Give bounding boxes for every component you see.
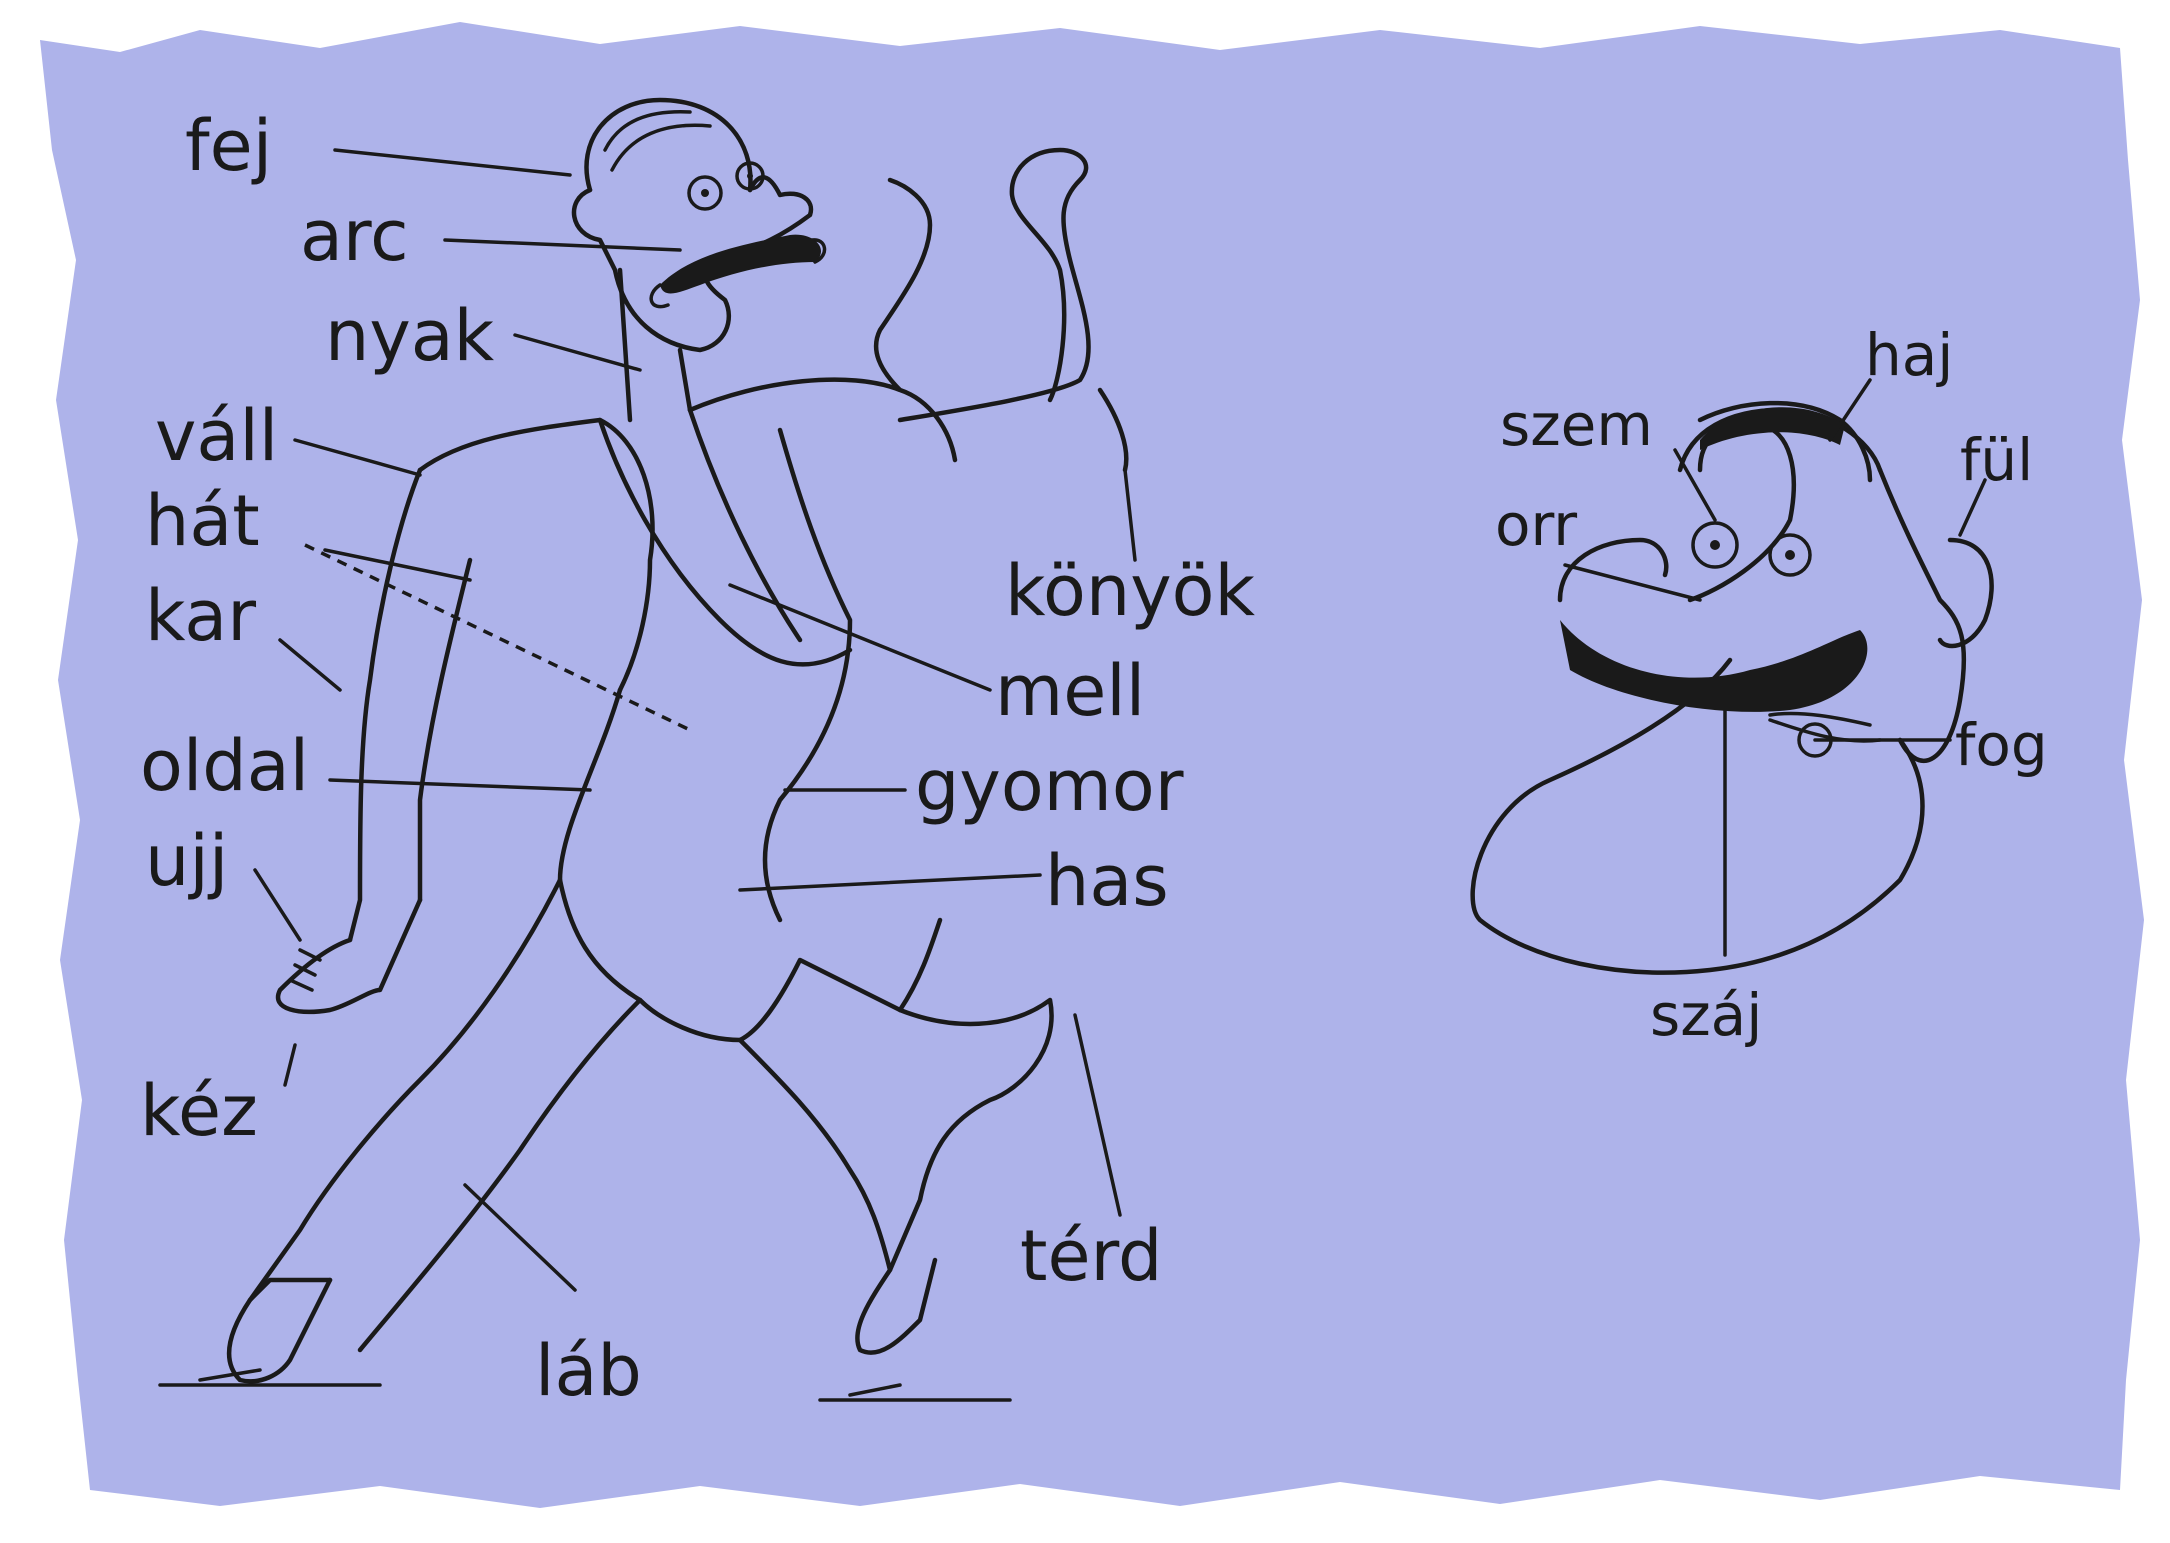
label-oldal: oldal bbox=[140, 725, 309, 807]
label-szem: szem bbox=[1500, 391, 1653, 459]
label-fej: fej bbox=[185, 105, 272, 187]
label-haj: haj bbox=[1865, 321, 1953, 389]
label-gyomor: gyomor bbox=[915, 745, 1184, 827]
label-hat: hát bbox=[145, 480, 260, 562]
label-ful: fül bbox=[1960, 426, 2033, 494]
label-terd: térd bbox=[1020, 1215, 1163, 1297]
label-kez: kéz bbox=[140, 1070, 258, 1152]
label-lab: láb bbox=[535, 1330, 642, 1412]
label-ujj: ujj bbox=[145, 820, 228, 902]
label-kar: kar bbox=[145, 575, 256, 657]
label-arc: arc bbox=[300, 195, 409, 277]
label-orr: orr bbox=[1495, 491, 1577, 559]
label-nyak: nyak bbox=[325, 295, 495, 377]
label-mell: mell bbox=[995, 650, 1145, 732]
label-szaj: száj bbox=[1650, 981, 1762, 1049]
label-konyok: könyök bbox=[1005, 550, 1255, 632]
label-has: has bbox=[1045, 840, 1169, 922]
label-vall: váll bbox=[155, 395, 278, 477]
label-fog: fog bbox=[1955, 711, 2048, 779]
